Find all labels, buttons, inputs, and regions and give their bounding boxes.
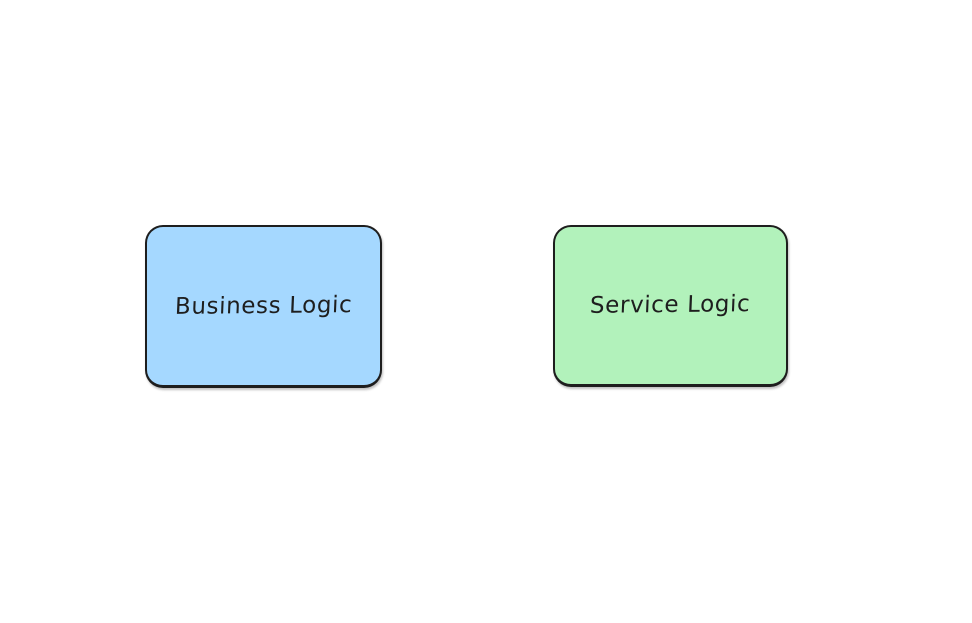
diagram-node-business-logic[interactable]: Business Logic [145, 225, 382, 388]
node-label-service-logic: Service Logic [589, 291, 752, 319]
diagram-node-service-logic[interactable]: Service Logic [553, 225, 788, 387]
node-label-business-logic: Business Logic [174, 291, 353, 320]
